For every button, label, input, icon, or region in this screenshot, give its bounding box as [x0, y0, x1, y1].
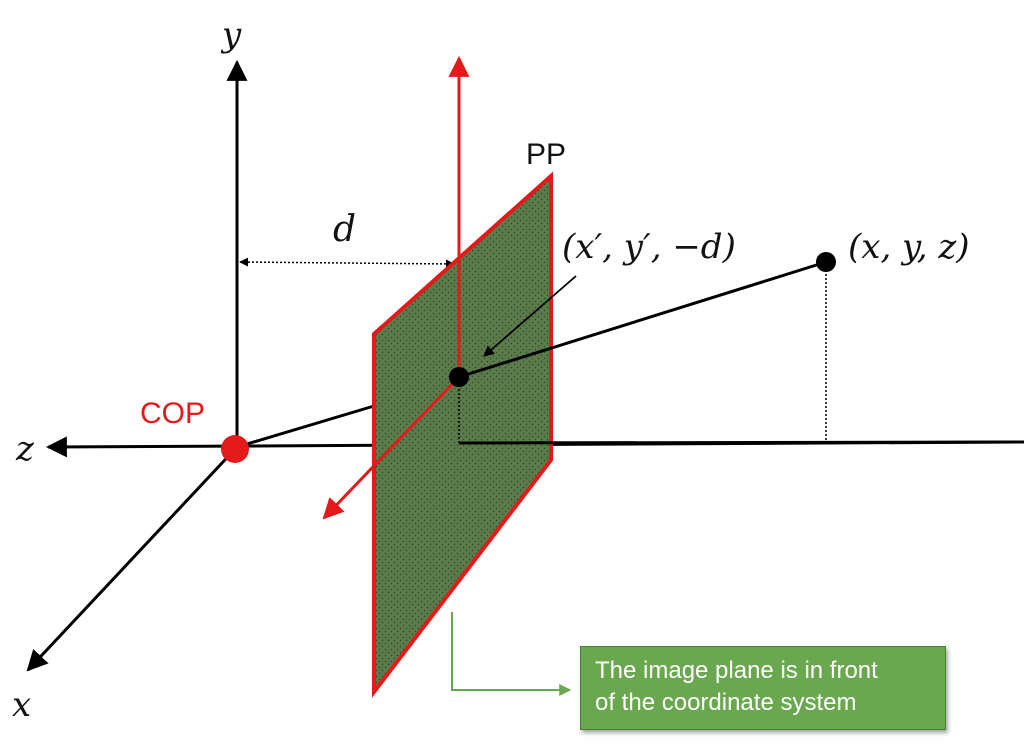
- projected-point-pointer: [483, 275, 577, 357]
- distance-label: d: [333, 209, 356, 250]
- note-box: The image plane is in front of the coord…: [580, 646, 946, 730]
- y-axis-label: y: [220, 15, 242, 55]
- note-line-2: of the coordinate system: [595, 689, 857, 716]
- z-axis-label: z: [15, 429, 35, 469]
- image-plane-x-axis: [322, 375, 461, 520]
- distance-dimension-line: [239, 257, 455, 269]
- x-axis: [26, 445, 239, 672]
- note-line-1: The image plane is in front: [595, 657, 878, 684]
- world-point-label: (x, y, z): [848, 227, 970, 267]
- projection-plane-label: PP: [526, 138, 566, 171]
- note-connector: [451, 612, 572, 696]
- projected-point-label: (x′, y′, −d): [562, 227, 736, 267]
- cop-label: COP: [140, 397, 205, 430]
- projection-ray-front: [458, 260, 827, 379]
- x-axis-label: x: [12, 685, 31, 725]
- projection-plane: [372, 171, 553, 698]
- projected-point: [449, 367, 469, 387]
- baseline: [458, 440, 1024, 445]
- world-point: [816, 252, 836, 272]
- projection-ray-back: [236, 404, 375, 449]
- cop-point: [221, 435, 249, 463]
